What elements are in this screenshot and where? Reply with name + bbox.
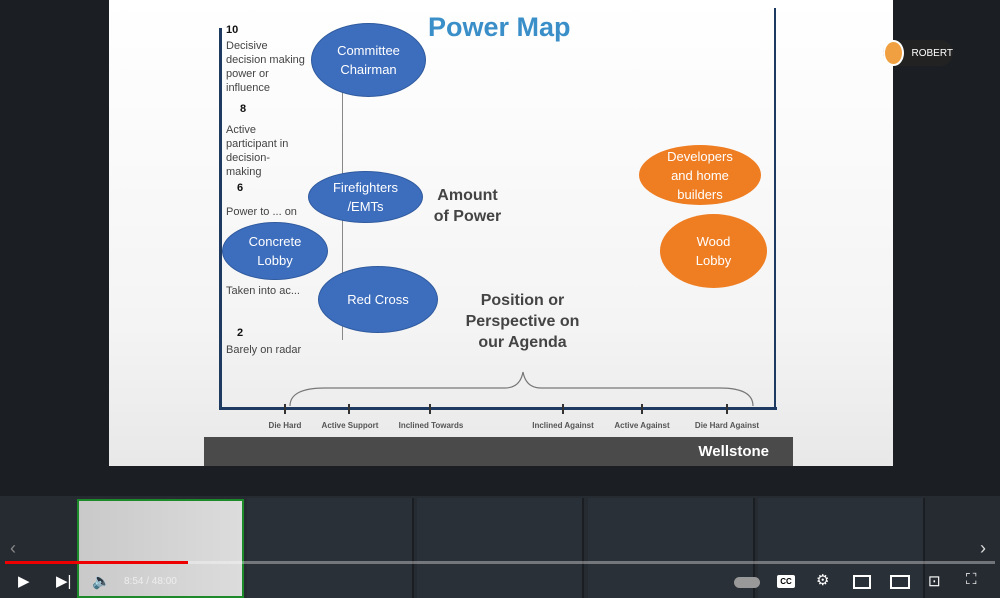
cc-icon[interactable]: CC — [777, 575, 795, 588]
level-8-text: Active participant in decision-making — [226, 124, 289, 178]
miniplayer-icon[interactable] — [853, 575, 871, 589]
stakeholder-developers: Developers and home builders — [639, 145, 761, 205]
level-10: 10 — [226, 24, 239, 36]
stakeholder-wood-lobby: Wood Lobby — [660, 214, 767, 288]
level-6: 6 — [237, 182, 244, 194]
position-active-against: Active Against — [614, 421, 670, 430]
power-axis — [219, 28, 222, 410]
avatar — [883, 40, 904, 66]
position-axis — [219, 407, 777, 410]
right-border — [774, 8, 776, 410]
brace-icon — [289, 371, 754, 407]
play-icon[interactable]: ▶ — [18, 573, 30, 590]
axis-tick — [348, 404, 350, 414]
axis-tick — [726, 404, 728, 414]
fullscreen-icon[interactable]: ⛶ — [966, 571, 977, 588]
thumbnail[interactable] — [417, 498, 584, 598]
chevron-right-icon[interactable]: › — [980, 538, 986, 558]
webcam-thumbnail[interactable] — [77, 499, 244, 598]
theater-icon[interactable] — [890, 575, 910, 589]
progress-bar[interactable] — [5, 561, 995, 564]
brand-logo: Wellstone — [698, 443, 769, 460]
participant-badge: ROBERT — [883, 40, 953, 66]
stakeholder-concrete-lobby: Concrete Lobby — [222, 222, 328, 280]
thumbnail[interactable] — [588, 498, 755, 598]
time-display: 8:54 / 48:00 — [124, 576, 177, 587]
level-2-text: Barely on radar — [226, 344, 302, 356]
chevron-left-icon[interactable]: ‹ — [10, 538, 16, 558]
position-active-support: Active Support — [321, 421, 379, 430]
stakeholder-committee-chairman: Committee Chairman — [311, 23, 426, 97]
settings-icon[interactable]: ⚙ — [816, 572, 830, 589]
stakeholder-firefighters: Firefighters /EMTs — [308, 171, 423, 223]
next-icon[interactable]: ▶| — [56, 573, 72, 590]
slide-footer: Wellstone — [204, 437, 793, 466]
axis-tick — [284, 404, 286, 414]
axis-tick — [562, 404, 564, 414]
position-inclined-against: Inclined Against — [532, 421, 594, 430]
level-10-text: Decisive decision making power or influe… — [226, 40, 305, 94]
volume-icon[interactable]: 🔈 — [92, 573, 111, 590]
position-die-hard: Die Hard — [268, 421, 302, 430]
position-die-hard-against: Die Hard Against — [694, 421, 760, 430]
position-inclined-towards: Inclined Towards — [398, 421, 464, 430]
level-8: 8 — [240, 103, 247, 115]
cast-icon[interactable]: ⊡ — [928, 573, 941, 590]
level-2: 2 — [237, 327, 244, 339]
thumbnail[interactable] — [247, 498, 414, 598]
stakeholder-red-cross: Red Cross — [318, 266, 438, 333]
level-6-text: Power to ... on — [226, 206, 297, 218]
level-4-text: Taken into ac... — [226, 285, 300, 297]
participant-name: ROBERT — [911, 47, 954, 59]
slide-title: Power Map — [428, 12, 571, 42]
progress-fill — [5, 561, 189, 564]
axis-tick — [429, 404, 431, 414]
position-label: Position or Perspective on our Agenda — [465, 292, 580, 351]
axis-tick — [641, 404, 643, 414]
autoplay-toggle-icon[interactable] — [734, 577, 760, 588]
amount-of-power-label: Amount of Power — [433, 187, 502, 225]
